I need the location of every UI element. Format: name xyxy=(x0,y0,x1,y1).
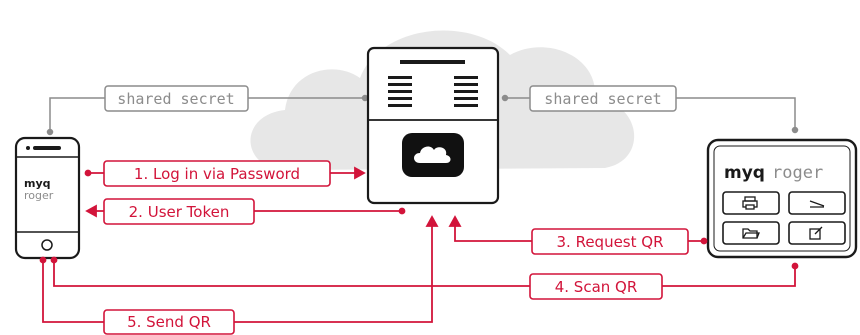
step5-label: 5. Send QR xyxy=(127,313,211,331)
step1-arrowhead xyxy=(354,166,366,180)
shared-secret-label-left-box: shared secret xyxy=(104,85,249,112)
cloud-icon xyxy=(414,146,451,163)
step5-line xyxy=(42,226,433,323)
step2-label-box: 2. User Token xyxy=(103,198,255,225)
phone-home-button xyxy=(41,239,53,251)
folder-icon xyxy=(742,228,760,239)
step1-label-box: 1. Log in via Password xyxy=(103,160,331,187)
step4-label: 4. Scan QR xyxy=(555,278,638,296)
server-vent-right xyxy=(454,76,478,107)
shared-secret-line-right xyxy=(505,97,796,130)
shared-secret-label-left: shared secret xyxy=(117,90,234,108)
shared-secret-dot-server-left xyxy=(361,94,369,102)
step3-label: 3. Request QR xyxy=(556,233,663,251)
terminal-button-print xyxy=(722,191,780,215)
edit-icon xyxy=(809,226,823,240)
server-top-slot xyxy=(400,60,465,64)
phone-device: myq roger xyxy=(14,136,81,260)
terminal-button-edit xyxy=(788,221,846,245)
phone-camera xyxy=(26,146,30,150)
step4-line xyxy=(53,260,796,287)
phone-speaker xyxy=(33,146,61,150)
shared-secret-dot-right xyxy=(791,126,799,134)
shared-secret-links xyxy=(46,94,799,136)
step5-label-box: 5. Send QR xyxy=(103,309,235,335)
shared-secret-dot-left xyxy=(46,128,54,136)
shared-secret-dot-server-right xyxy=(501,94,509,102)
print-icon xyxy=(742,196,758,210)
terminal-brand-roger: roger xyxy=(772,163,823,183)
step4-label-box: 4. Scan QR xyxy=(529,273,663,300)
phone-brand-roger: roger xyxy=(24,189,54,202)
scan-icon xyxy=(809,200,825,208)
step2-arrowhead xyxy=(85,204,97,218)
step3-label-box: 3. Request QR xyxy=(531,228,689,255)
shared-secret-label-right-box: shared secret xyxy=(529,85,677,112)
server-device xyxy=(366,46,500,205)
server-vent-left xyxy=(388,76,412,107)
shared-secret-label-right: shared secret xyxy=(544,90,661,108)
terminal-device: myq roger xyxy=(706,138,858,259)
step1-label: 1. Log in via Password xyxy=(134,165,300,183)
terminal-brand-myq: myq xyxy=(724,163,765,183)
shared-secret-line-left xyxy=(49,97,365,132)
step2-label: 2. User Token xyxy=(129,203,230,221)
step5-arrowhead xyxy=(425,215,439,227)
flow-lines xyxy=(39,166,799,323)
phone-brand-myq: myq xyxy=(24,177,51,190)
step3-arrowhead xyxy=(448,215,462,227)
